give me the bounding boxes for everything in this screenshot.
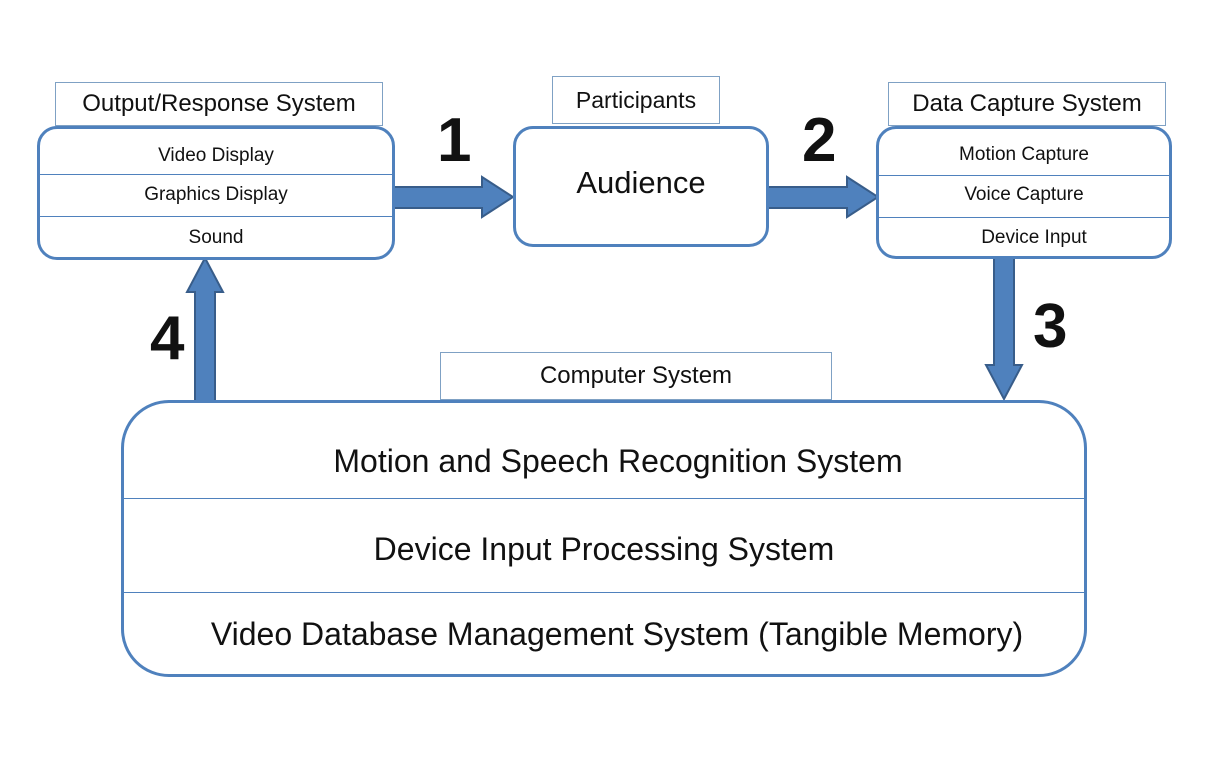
output-system-title-text: Output/Response System [82,90,356,117]
flow-number-4: 4 [150,304,185,373]
flow-number-2: 2 [802,106,837,175]
computer-separator-2 [124,592,1084,593]
computer-item-device-input-processing: Device Input Processing System [373,530,835,567]
flow-number-3: 3 [1033,292,1068,361]
participants-title-text: Participants [575,86,697,113]
computer-item-video-database: Video Database Management System (Tangib… [210,615,1024,652]
capture-separator-1 [879,175,1169,176]
computer-system-box: Motion and Speech Recognition System Dev… [121,400,1087,677]
output-item-sound: Sound [188,227,244,248]
audience-box: Audience [513,126,769,247]
computer-system-title-text: Computer System [539,362,733,389]
computer-item-recognition: Motion and Speech Recognition System [333,442,903,479]
data-capture-title-text: Data Capture System [912,90,1142,117]
output-separator-1 [40,174,392,175]
capture-item-device-input: Device Input [981,227,1087,248]
output-item-graphics-display: Graphics Display [144,184,288,205]
audience-label: Audience [576,165,706,200]
participants-title: Participants [552,76,720,124]
flow-number-1: 1 [437,106,472,175]
data-capture-box: Motion Capture Voice Capture Device Inpu… [876,126,1172,259]
data-capture-title: Data Capture System [888,82,1166,126]
output-system-box: Video Display Graphics Display Sound [37,126,395,260]
computer-separator-1 [124,498,1084,499]
capture-item-motion: Motion Capture [959,144,1089,165]
arrow-2 [767,175,880,219]
capture-separator-2 [879,217,1169,218]
arrow-3 [984,257,1024,402]
output-separator-2 [40,216,392,217]
capture-item-voice: Voice Capture [964,184,1084,205]
output-item-video-display: Video Display [158,145,274,166]
computer-system-title: Computer System [440,352,832,400]
output-system-title: Output/Response System [55,82,383,126]
arrow-1 [392,175,515,219]
arrow-4 [185,255,225,402]
